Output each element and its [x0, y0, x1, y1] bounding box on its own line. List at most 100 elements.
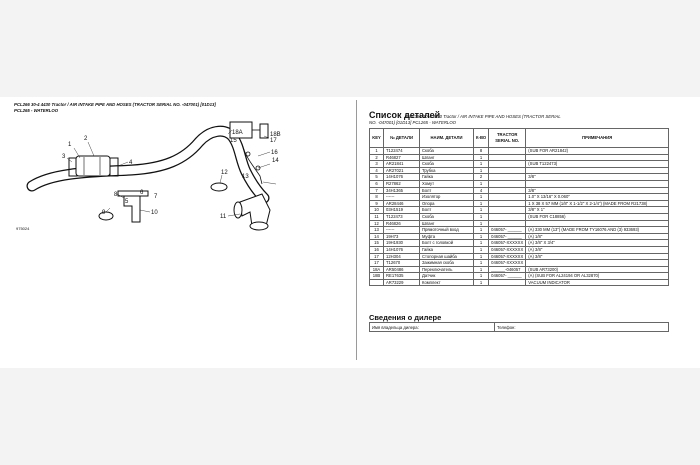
- cell-key: 3: [369, 160, 384, 168]
- cell-notes: [525, 179, 669, 188]
- cell-part-name: Болт: [419, 206, 474, 214]
- cell-notes: (SUB T122473): [525, 160, 669, 168]
- callout-14: 14: [272, 158, 279, 164]
- callout-1: 1: [68, 142, 72, 148]
- cell-key: 18B: [369, 272, 384, 280]
- cell-qty: 1: [472, 252, 490, 261]
- cell-qty: 1: [472, 226, 490, 234]
- cell-serial: [488, 199, 527, 208]
- cell-qty: 1: [472, 199, 490, 208]
- cell-notes: 1.0" X 13/16" X 0.060": [525, 193, 669, 201]
- page-divider: [356, 100, 357, 360]
- cell-notes: (A) 3/8": [525, 245, 669, 254]
- callout-4: 4: [129, 160, 133, 166]
- cell-serial: [488, 206, 527, 214]
- cell-qty: 8: [472, 147, 490, 155]
- cell-qty: 1: [472, 272, 490, 280]
- cell-qty: 1: [472, 232, 490, 241]
- cell-key: 10: [369, 206, 384, 214]
- parts-table: KEY № ДЕТАЛИ НАИМ. ДЕТАЛИ К-ВО TRACTOR S…: [369, 128, 669, 287]
- cell-part-name: Датчик: [419, 272, 474, 280]
- cell-part-no: 14H1076: [383, 173, 420, 181]
- cell-key: 18A: [369, 265, 384, 274]
- cell-serial: 046057-XXXXXX: [488, 245, 527, 254]
- cell-part-name: Болт с головкой: [419, 239, 474, 247]
- callout-8: 8: [114, 192, 118, 198]
- cell-part-no: AR21841: [383, 160, 420, 168]
- cell-qty: 1: [472, 206, 490, 214]
- cell-part-no: R46827: [383, 153, 420, 162]
- cell-part-name: Гайка: [419, 173, 474, 181]
- cell-part-no: 14H1076: [383, 245, 420, 254]
- parts-diagram: 1 2 3 4 5 6 7 8 9 10 11 12 13 14 15 16 1…: [16, 121, 281, 231]
- cell-part-name: Стопорная шайба: [419, 252, 474, 261]
- cell-part-no: ------: [383, 193, 420, 201]
- cell-serial: [488, 173, 527, 181]
- cell-part-name: Хомут: [419, 179, 474, 188]
- callout-3: 3: [62, 154, 66, 160]
- cell-part-name: Зажимная скоба: [419, 259, 474, 267]
- parts-list-subtitle: PCL266 30-4 4430 Tractor / AIR INTAKE PI…: [406, 114, 561, 119]
- cell-serial: [488, 160, 527, 168]
- callout-18b: 18B: [270, 132, 281, 138]
- hose-clamp-right: [109, 157, 119, 177]
- cell-qty: 1: [472, 179, 490, 188]
- cell-serial: [488, 166, 527, 175]
- cell-part-no: RE17635: [383, 272, 420, 280]
- cell-key: 6: [369, 179, 384, 188]
- cell-part-no: 34H1365: [383, 186, 420, 195]
- cell-part-name: Скоба: [419, 160, 474, 168]
- cell-part-name: Опора: [419, 199, 474, 208]
- cell-serial: [488, 153, 527, 162]
- cell-serial: [488, 278, 527, 287]
- cell-part-no: R27862: [383, 179, 420, 188]
- cell-notes: (A) 3/8" X 3/4": [525, 239, 669, 247]
- cell-qty: 1: [472, 239, 490, 247]
- cell-notes: 1 X 38 X 57 MM (1/8" X 1-1/2" X 2-1/4") …: [525, 199, 669, 208]
- bottom-background-band: [0, 368, 700, 465]
- cell-key: 8: [369, 193, 384, 201]
- dealer-phone-label: Телефон:: [494, 322, 669, 332]
- figure-id: 975024: [16, 226, 30, 231]
- cell-part-name: Трубка: [419, 166, 474, 175]
- cell-part-no: AR28446: [383, 199, 420, 208]
- cell-serial: 046057- ______: [488, 272, 527, 280]
- callout-15: 15: [230, 138, 237, 144]
- cell-serial: [488, 219, 527, 228]
- sensor-line: [241, 143, 263, 185]
- diagram-caption: PCL266 30-4 4430 Tractor / AIR INTAKE PI…: [14, 102, 216, 107]
- cell-qty: 1: [472, 153, 490, 162]
- cell-qty: 1: [472, 212, 490, 221]
- cell-serial: 046057- ______: [488, 232, 527, 241]
- cell-qty: 1: [472, 160, 490, 168]
- cell-key: 7: [369, 186, 384, 195]
- cell-key: 13: [369, 226, 384, 234]
- cell-notes: (SUB AR73200): [525, 265, 669, 274]
- cell-serial: 046057-XXXXXX: [488, 239, 527, 247]
- cell-notes: [525, 166, 669, 175]
- cell-part-no: 19H1930: [383, 239, 420, 247]
- parts-list-title: Список деталей: [369, 110, 441, 120]
- callout-12: 12: [221, 170, 228, 176]
- callout-11: 11: [220, 214, 227, 220]
- cell-part-name: Комплект: [419, 278, 474, 287]
- cell-serial: [488, 212, 527, 221]
- table-header-row: KEY № ДЕТАЛИ НАИМ. ДЕТАЛИ К-ВО TRACTOR S…: [369, 128, 669, 148]
- cell-key: 4: [369, 166, 384, 175]
- cell-qty: 1: [472, 166, 490, 175]
- cell-qty: 1: [472, 259, 490, 267]
- callout-13: 13: [242, 174, 249, 180]
- cell-key: 1: [369, 147, 384, 155]
- header-notes: ПРИМЕЧАНИЯ: [525, 128, 669, 148]
